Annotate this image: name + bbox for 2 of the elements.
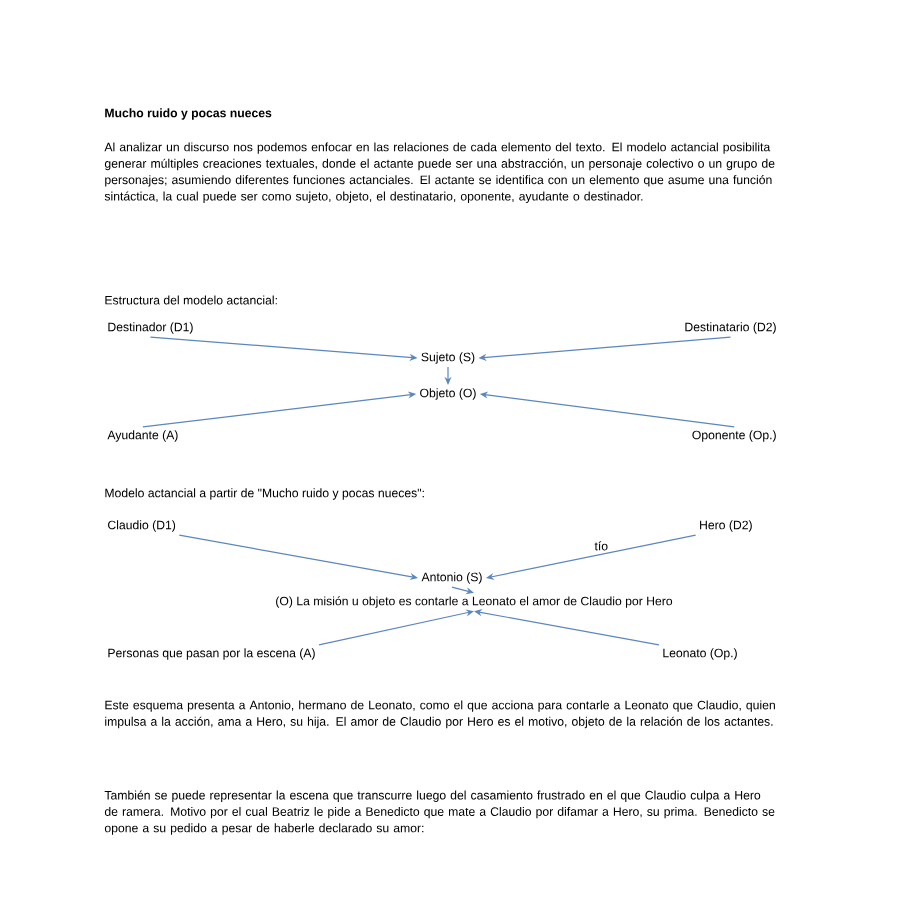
arrow [318,609,474,646]
arrow [474,609,660,646]
